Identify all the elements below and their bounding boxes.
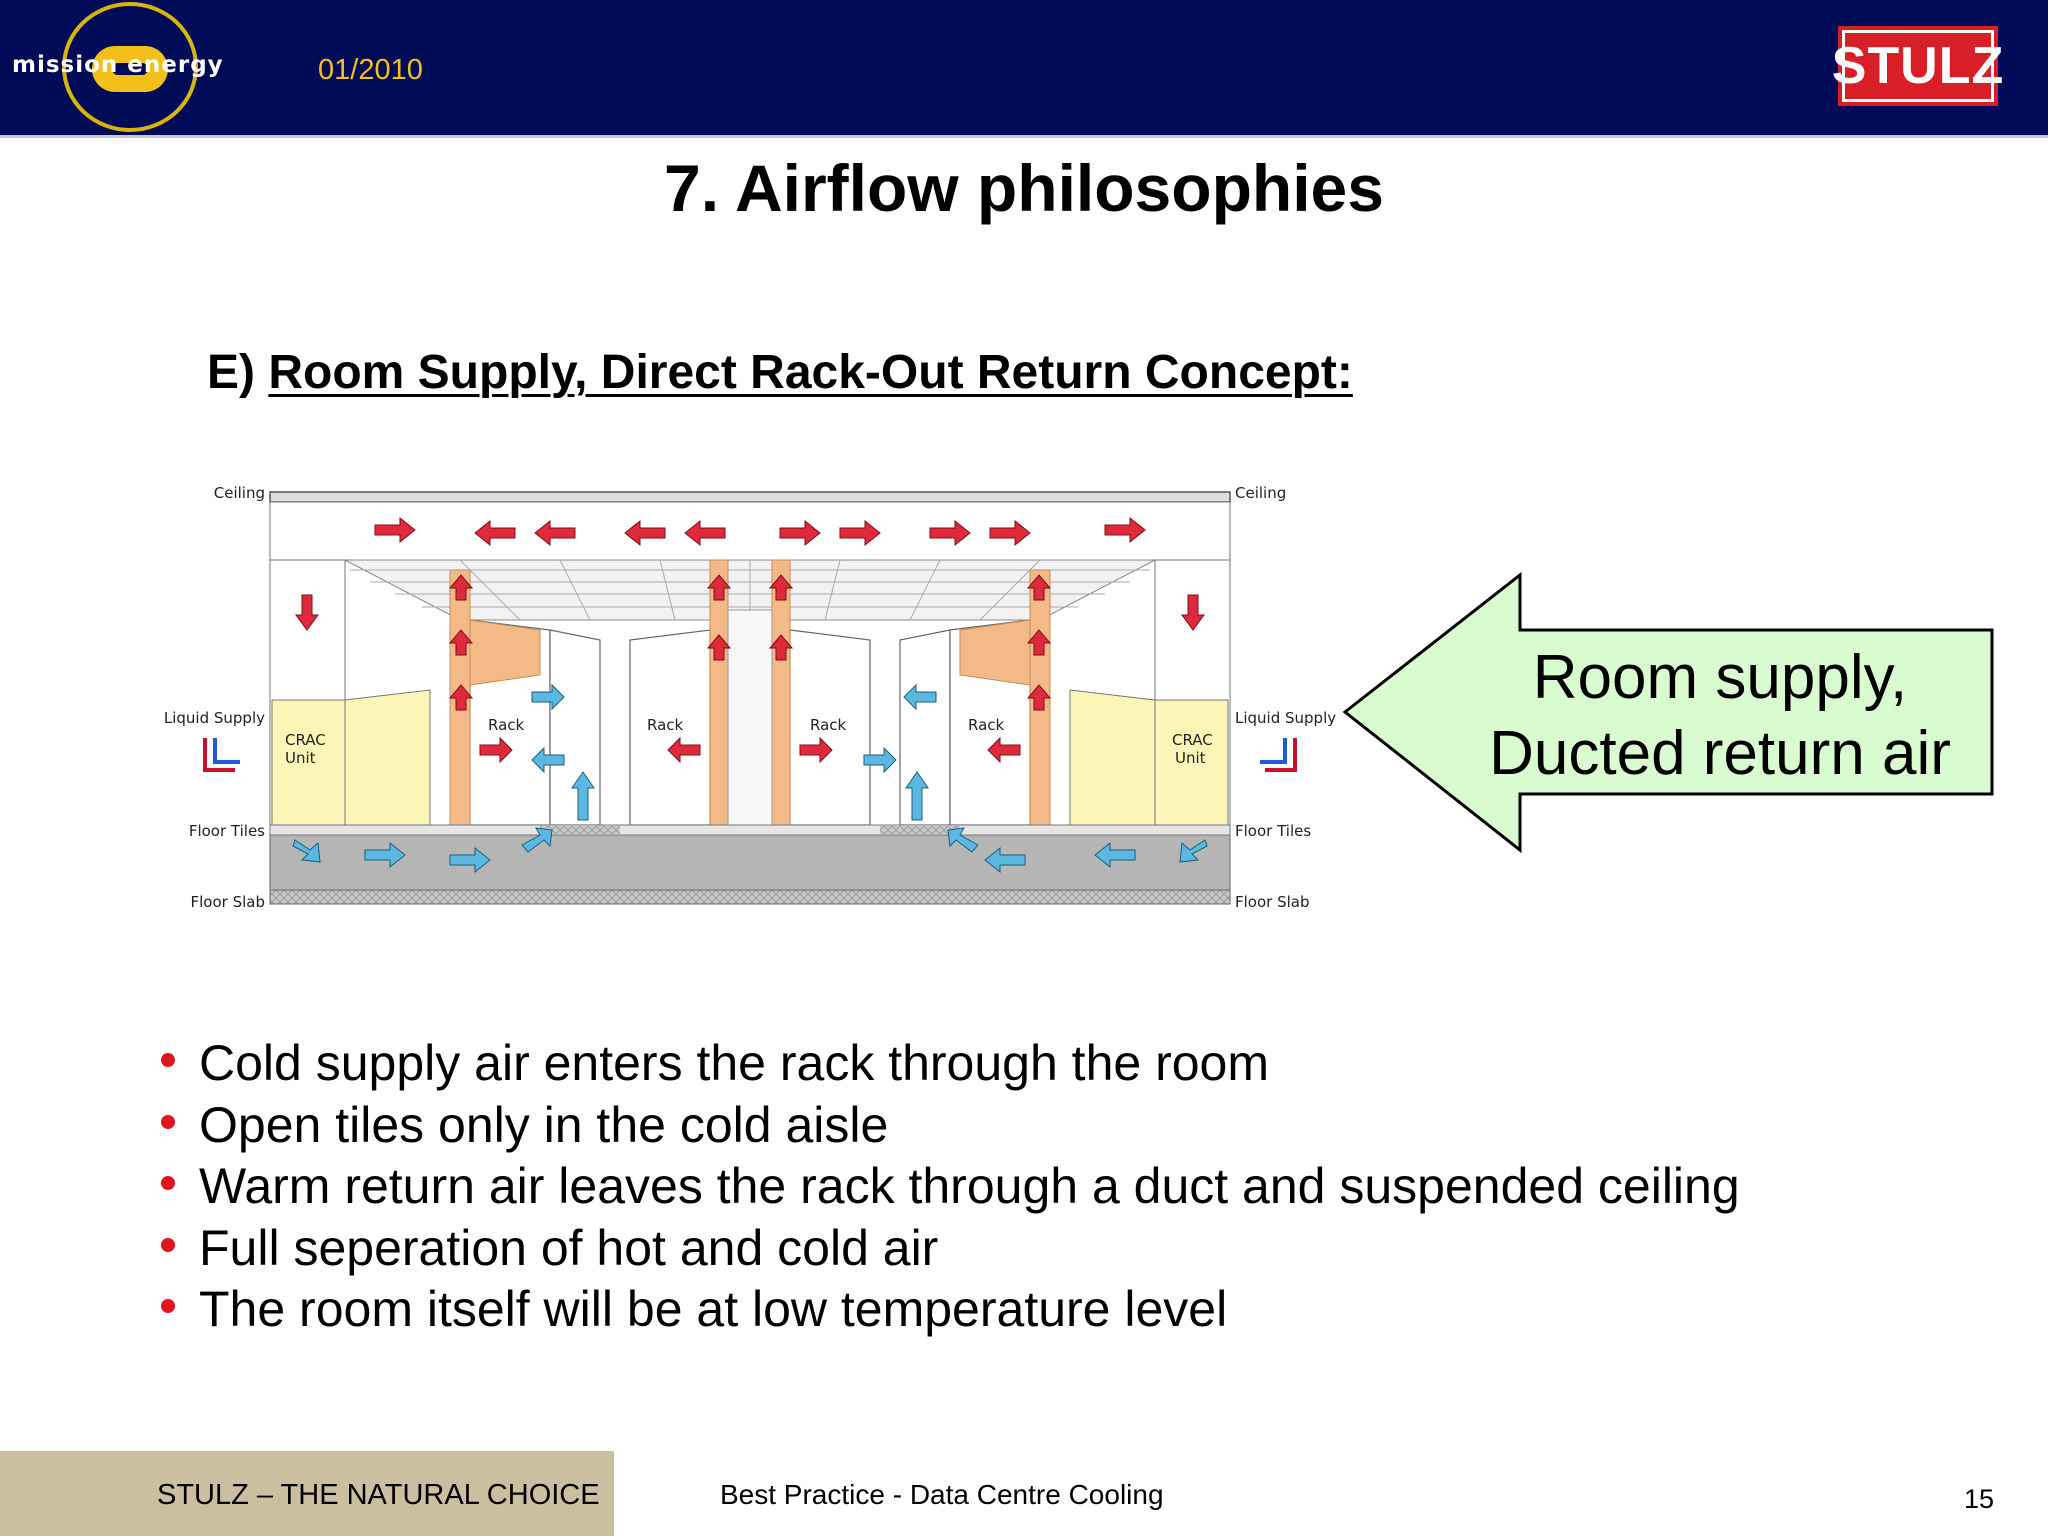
pipe-right-blue <box>1260 738 1287 764</box>
header-bar: mission energy 01/2010 STULZ <box>0 0 2048 138</box>
rack-label-4: Rack <box>968 716 1005 734</box>
floor-slab-label-right: Floor Slab <box>1235 893 1310 911</box>
floor-tiles-line <box>269 824 1231 836</box>
floor-tiles-label-left: Floor Tiles <box>189 822 265 840</box>
callout-line-1: Room supply, <box>1532 643 1908 712</box>
open-tile-right <box>880 826 960 834</box>
bullet-text: Warm return air leaves the rack through … <box>199 1158 1740 1214</box>
raised-floor <box>269 834 1231 891</box>
subtitle-prefix: E) <box>207 346 255 399</box>
floor-slab <box>269 889 1231 905</box>
rack-label-1: Rack <box>488 716 525 734</box>
callout-arrow <box>1342 571 1994 854</box>
bullet-text: Cold supply air enters the rack through … <box>199 1035 1269 1091</box>
ceiling-label-right: Ceiling <box>1235 484 1286 502</box>
bullet-text: Full seperation of hot and cold air <box>199 1219 939 1276</box>
crac-label-right: CRAC <box>1172 731 1213 749</box>
liquid-supply-label-right: Liquid Supply <box>1235 709 1336 727</box>
floor-slab-label-left: Floor Slab <box>191 893 266 911</box>
list-item: Open tiles only in the cold aisle <box>155 1095 1740 1157</box>
bullet-text: Open tiles only in the cold aisle <box>199 1096 889 1153</box>
pipe-left <box>203 738 235 772</box>
bullet-icon <box>161 1053 175 1067</box>
crac-left-side <box>344 689 431 836</box>
crac-label-left: CRAC <box>285 731 326 749</box>
footer-slogan: STULZ – THE NATURAL CHOICE <box>157 1479 600 1511</box>
slide-title: 7. Airflow philosophies <box>664 151 1384 225</box>
bullet-icon <box>161 1237 175 1252</box>
hot-air-arrows <box>295 516 1205 764</box>
list-item: The room itself will be at low temperatu… <box>155 1279 1740 1341</box>
callout-shape <box>1342 571 1994 854</box>
list-item: Warm return air leaves the rack through … <box>155 1156 1740 1218</box>
pipe-right <box>1265 738 1297 772</box>
logo-emblem <box>92 46 168 92</box>
list-item: Full seperation of hot and cold air <box>155 1218 1740 1280</box>
bullet-icon <box>161 1299 175 1313</box>
ceiling-band <box>269 491 1231 503</box>
bullet-text: The room itself will be at low temperatu… <box>199 1281 1228 1337</box>
crac-right-side <box>1069 689 1156 836</box>
callout-text: Room supply, Ducted return air <box>1440 640 2000 792</box>
hot-aisle <box>727 609 773 826</box>
airflow-diagram: Ceiling Ceiling Liquid Supply Liquid Sup… <box>164 484 1336 911</box>
header-date: 01/2010 <box>318 54 423 86</box>
rack-label-3: Rack <box>810 716 847 734</box>
ceiling-label-left: Ceiling <box>214 484 265 502</box>
footer-title: Best Practice - Data Centre Cooling <box>720 1479 1164 1510</box>
logo-ring <box>62 2 198 132</box>
page-number: 15 <box>1964 1484 1995 1514</box>
rack-label-2: Rack <box>647 716 684 734</box>
bullet-icon <box>161 1176 175 1190</box>
stulz-logo: STULZ <box>1832 26 2003 106</box>
callout-line-2: Ducted return air <box>1489 719 1951 788</box>
slide-subtitle: E) Room Supply, Direct Rack-Out Return C… <box>207 345 1353 400</box>
mission-energy-logo: mission energy <box>0 0 240 135</box>
list-item: Cold supply air enters the rack through … <box>155 1033 1740 1095</box>
crac-unit-label-right: Unit <box>1175 749 1206 767</box>
pipe-left-blue <box>213 738 240 764</box>
cold-air-arrows <box>292 683 1208 874</box>
logo-text: mission energy <box>12 52 224 78</box>
ceiling-grid-lines <box>350 559 1150 621</box>
floor-tiles-label-right: Floor Tiles <box>1235 822 1311 840</box>
open-tile-left <box>540 826 620 834</box>
bullet-list: Cold supply air enters the rack through … <box>155 1033 1740 1341</box>
bullet-icon <box>161 1114 175 1129</box>
crac-unit-label-left: Unit <box>285 749 316 767</box>
footer-brand-band: STULZ – THE NATURAL CHOICE <box>0 1451 614 1536</box>
subtitle-text: Room Supply, Direct Rack-Out Return Conc… <box>268 346 1353 399</box>
liquid-supply-label-left: Liquid Supply <box>164 709 265 727</box>
